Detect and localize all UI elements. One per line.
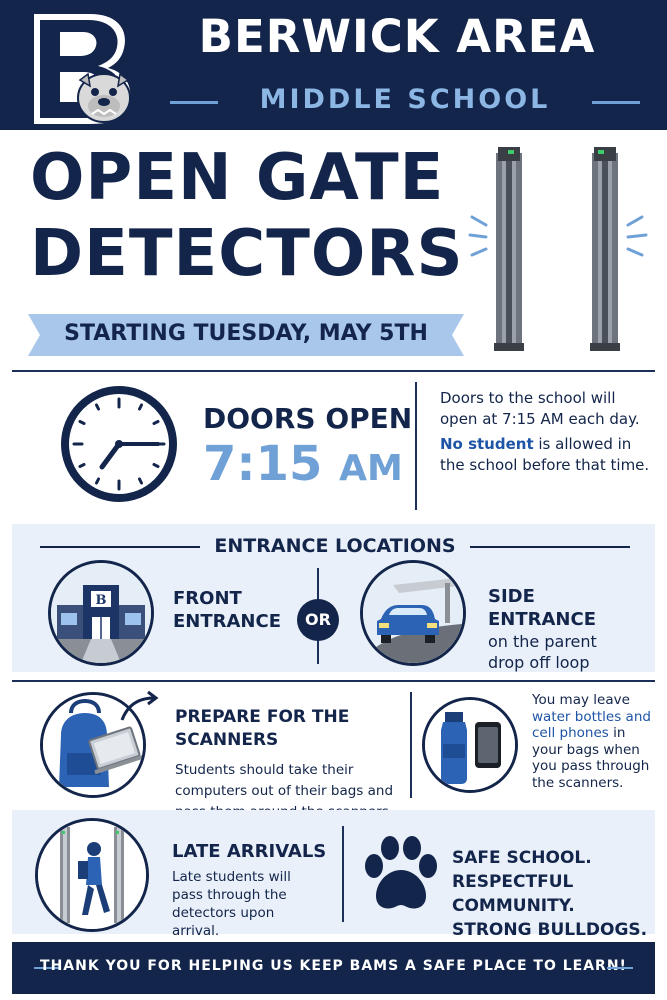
- school-subtitle-wrap: MIDDLE SCHOOL: [170, 84, 640, 120]
- divider: [12, 680, 655, 682]
- doors-desc-1: Doors to the school will open at 7:15 AM…: [440, 389, 640, 428]
- scanners-block: PREPARE FOR THE SCANNERS Students should…: [175, 706, 400, 823]
- or-badge: OR: [297, 599, 339, 641]
- footer: THANK YOU FOR HELPING US KEEP BAMS A SAF…: [12, 942, 655, 994]
- entrance-section-heading: ENTRANCE LOCATIONS: [40, 535, 630, 559]
- footer-rule-right: [607, 967, 633, 969]
- header: BERWICK AREA MIDDLE SCHOOL: [0, 0, 667, 130]
- motto-line-3: STRONG BULLDOGS.: [452, 920, 648, 940]
- front-entrance-label: FRONT ENTRANCE: [173, 587, 281, 633]
- metal-detector-gate-icon: [468, 147, 648, 351]
- side-entrance-body: on the parent drop off loop: [488, 632, 597, 672]
- date-banner: [28, 314, 464, 356]
- page-title: OPEN GATE DETECTORS: [30, 140, 490, 292]
- school-subtitle: MIDDLE SCHOOL: [259, 84, 551, 115]
- school-name: BERWICK AREA: [198, 10, 596, 63]
- doors-time-value: 7:15: [203, 436, 323, 492]
- scanners-heading: PREPARE FOR THE SCANNERS: [175, 707, 350, 750]
- student-walking-gate-icon: [35, 818, 149, 932]
- footer-text: THANK YOU FOR HELPING US KEEP BAMS A SAF…: [40, 958, 627, 974]
- date-banner-text-wrap: STARTING TUESDAY, MAY 5TH: [28, 314, 464, 356]
- late-divider: [342, 826, 344, 922]
- motto: SAFE SCHOOL. RESPECTFUL COMMUNITY. STRON…: [452, 846, 667, 942]
- side-entrance-heading: SIDE ENTRANCE: [488, 586, 596, 630]
- scanners-note-post: in your bags when you pass through the s…: [532, 725, 650, 791]
- vertical-divider: [415, 382, 417, 510]
- footer-rule-left: [34, 967, 60, 969]
- scanners-divider: [410, 692, 412, 798]
- doors-open-label: DOORS OPEN: [203, 402, 413, 435]
- date-banner-text: STARTING TUESDAY, MAY 5TH: [64, 321, 428, 346]
- heading-rule-right: [470, 546, 630, 548]
- doors-desc-rest: is allowed in the school before that tim…: [440, 435, 650, 474]
- late-block: LATE ARRIVALS Late students will pass th…: [172, 840, 332, 940]
- front-label-1: FRONT: [173, 588, 242, 609]
- doors-open-time: 7:15 AM: [203, 436, 403, 492]
- clock-icon: [61, 386, 177, 502]
- school-building-icon: B: [48, 560, 154, 666]
- paw-print-icon: [365, 836, 437, 909]
- doors-time-ampm: AM: [339, 448, 403, 489]
- doors-desc-highlight: No student: [440, 435, 534, 453]
- car-dropoff-icon: [360, 560, 466, 666]
- arrow-icon: [120, 690, 159, 721]
- front-label-2: ENTRANCE: [173, 611, 281, 632]
- late-heading: LATE ARRIVALS: [172, 841, 327, 862]
- heading-rule-left: [40, 546, 200, 548]
- title-line-2: DETECTORS: [30, 217, 464, 291]
- backpack-laptop-icon: [40, 692, 146, 798]
- late-body: Late students will pass through the dete…: [172, 869, 291, 939]
- subtitle-rule-left: [170, 101, 218, 104]
- subtitle-rule-right: [592, 101, 640, 104]
- doors-description: Doors to the school will open at 7:15 AM…: [440, 388, 650, 476]
- water-bottle-phone-icon: [422, 697, 518, 793]
- side-entrance-block: SIDE ENTRANCE on the parent drop off loo…: [488, 585, 648, 673]
- entrance-heading-text: ENTRANCE LOCATIONS: [214, 535, 456, 557]
- scanners-note: You may leave water bottles and cell pho…: [532, 692, 654, 791]
- bulldog-b-logo-icon: [34, 14, 131, 124]
- title-line-1: OPEN GATE: [30, 141, 445, 215]
- svg-text:B: B: [96, 593, 107, 608]
- scanners-note-pre: You may leave: [532, 692, 630, 708]
- motto-line-2: RESPECTFUL COMMUNITY.: [452, 872, 575, 916]
- divider: [12, 370, 655, 372]
- scanners-note-highlight: water bottles and cell phones: [532, 708, 651, 742]
- doors-desc-2: No student is allowed in the school befo…: [440, 434, 650, 476]
- motto-line-1: SAFE SCHOOL.: [452, 848, 592, 868]
